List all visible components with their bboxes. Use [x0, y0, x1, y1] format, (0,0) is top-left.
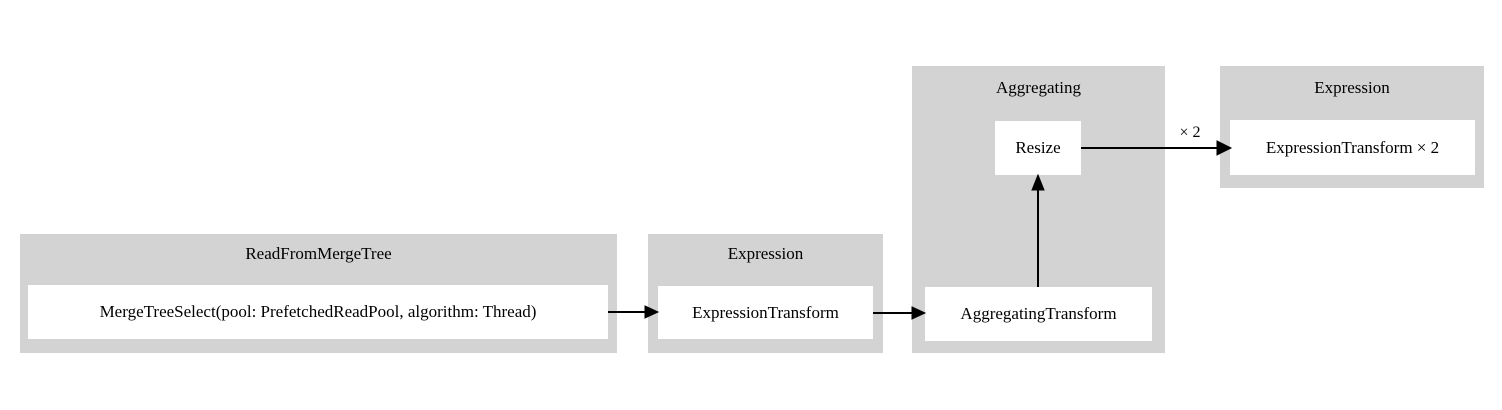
node-label-resize: Resize — [1015, 138, 1061, 157]
node-label-aggregating-transform: AggregatingTransform — [960, 304, 1117, 323]
edge-label-resize-to-expression2: × 2 — [1179, 124, 1201, 141]
cluster-title-expression-1: Expression — [727, 244, 804, 263]
node-resize[interactable]: Resize — [995, 121, 1081, 175]
cluster-title-aggregating: Aggregating — [996, 78, 1081, 97]
node-expression-transform-x2[interactable]: ExpressionTransform × 2 — [1230, 120, 1475, 175]
cluster-title-read-from-merge-tree: ReadFromMergeTree — [245, 244, 392, 263]
node-label-expression-transform: ExpressionTransform — [692, 302, 839, 322]
node-aggregating-transform[interactable]: AggregatingTransform — [925, 287, 1152, 341]
node-label-expression-transform-x2: ExpressionTransform × 2 — [1265, 137, 1440, 157]
node-label-merge-tree-select: MergeTreeSelect(pool: PrefetchedReadPool… — [99, 302, 537, 321]
node-expression-transform[interactable]: ExpressionTransform — [658, 286, 873, 339]
node-merge-tree-select[interactable]: MergeTreeSelect(pool: PrefetchedReadPool… — [28, 285, 608, 339]
cluster-title-expression-2: Expression — [1314, 78, 1390, 97]
